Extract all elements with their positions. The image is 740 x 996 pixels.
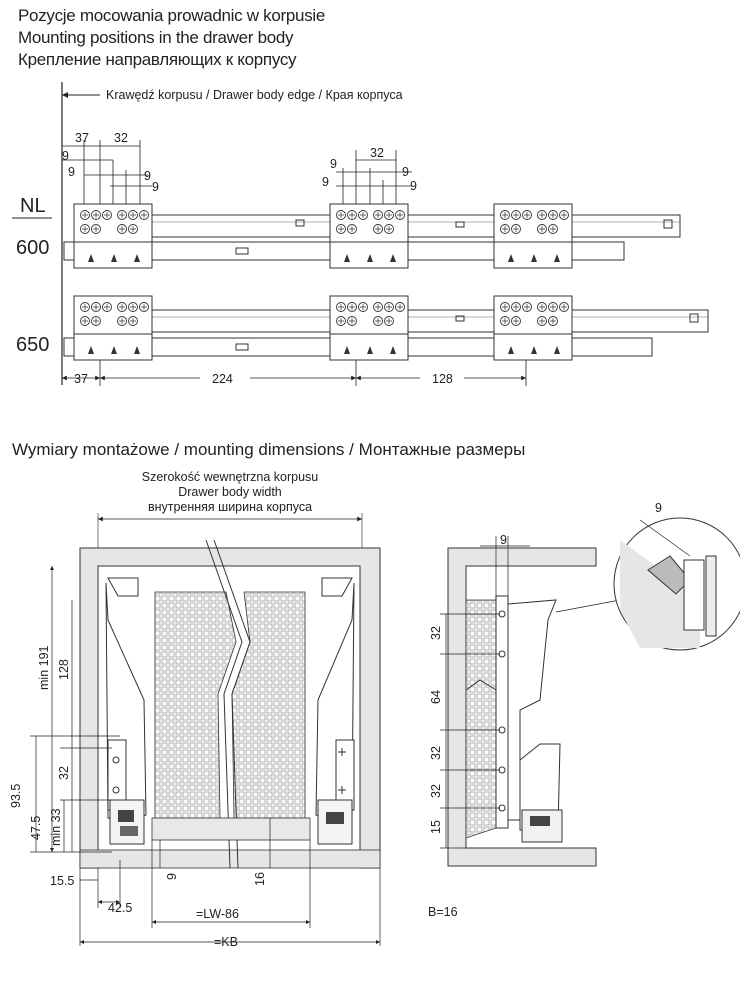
dim-32-mid: 32: [370, 146, 384, 160]
dim-37-bottom: 37: [74, 372, 88, 386]
dim-9-mid-b: 9: [402, 165, 409, 179]
dim-9-mid-d: 9: [410, 179, 417, 193]
dim-9-b: 9: [68, 165, 75, 179]
dim-9-mid-a: 9: [330, 157, 337, 171]
rail-650: [63, 295, 709, 361]
width-label-en: Drawer body width: [178, 485, 282, 499]
dim-9-mid-c: 9: [322, 175, 329, 189]
runner-right: [317, 739, 355, 845]
nl-650: 650: [16, 334, 49, 356]
width-label-ru: внутренняя ширина корпуса: [148, 500, 312, 514]
dim-9-c: 9: [144, 169, 151, 183]
front-view: Szerokość wewnętrzna korpusu Drawer body…: [9, 470, 381, 949]
dim-b16: B=16: [428, 905, 458, 919]
dim-32-front: 32: [57, 766, 71, 780]
dim-15-side: 15: [429, 820, 443, 834]
dim-9-side: 9: [500, 533, 507, 547]
mounting-title: Wymiary montażowe / mounting dimensions …: [12, 440, 525, 459]
dim-9-d: 9: [152, 180, 159, 194]
dim-min33: min 33: [49, 808, 63, 846]
dim-128-front: 128: [57, 659, 71, 680]
dim-47-5: 47.5: [29, 816, 43, 840]
dim-9-a: 9: [62, 149, 69, 163]
nl-600: 600: [16, 237, 49, 259]
dim-9-detail: 9: [655, 501, 662, 515]
detail-circle: 9: [555, 501, 740, 651]
dim-32-side-b: 32: [429, 746, 443, 760]
nl-label: NL: [20, 195, 46, 217]
dim-kb: =KB: [214, 935, 238, 949]
dim-224: 224: [212, 372, 233, 386]
dim-64-side: 64: [429, 690, 443, 704]
dim-min191: min 191: [37, 645, 51, 690]
width-label-pl: Szerokość wewnętrzna korpusu: [142, 470, 319, 484]
rail-600: [63, 203, 681, 269]
dim-32-side-a: 32: [429, 626, 443, 640]
title-english: Mounting positions in the drawer body: [18, 28, 294, 47]
dim-37-top: 37: [75, 131, 89, 145]
runner-left: [107, 739, 145, 845]
dim-32-top: 32: [114, 131, 128, 145]
dim-128: 128: [432, 372, 453, 386]
title-russian: Крепление направляющих к корпусу: [18, 50, 297, 69]
side-view: 9 32 64 32 32 15 B=16: [428, 533, 597, 919]
dim-32-side-c: 32: [429, 784, 443, 798]
dim-93-5: 93.5: [9, 784, 23, 808]
dim-lw: =LW-86: [196, 907, 239, 921]
top-drawing: Krawędź korpusu / Drawer body edge / Кра…: [12, 82, 709, 386]
dim-16-front: 16: [253, 872, 267, 886]
edge-label: Krawędź korpusu / Drawer body edge / Кра…: [106, 88, 403, 102]
title-polish: Pozycje mocowania prowadnic w korpusie: [18, 6, 326, 25]
dim-9-front: 9: [165, 873, 179, 880]
dim-15-5: 15.5: [50, 874, 74, 888]
dim-42-5: 42.5: [108, 901, 132, 915]
